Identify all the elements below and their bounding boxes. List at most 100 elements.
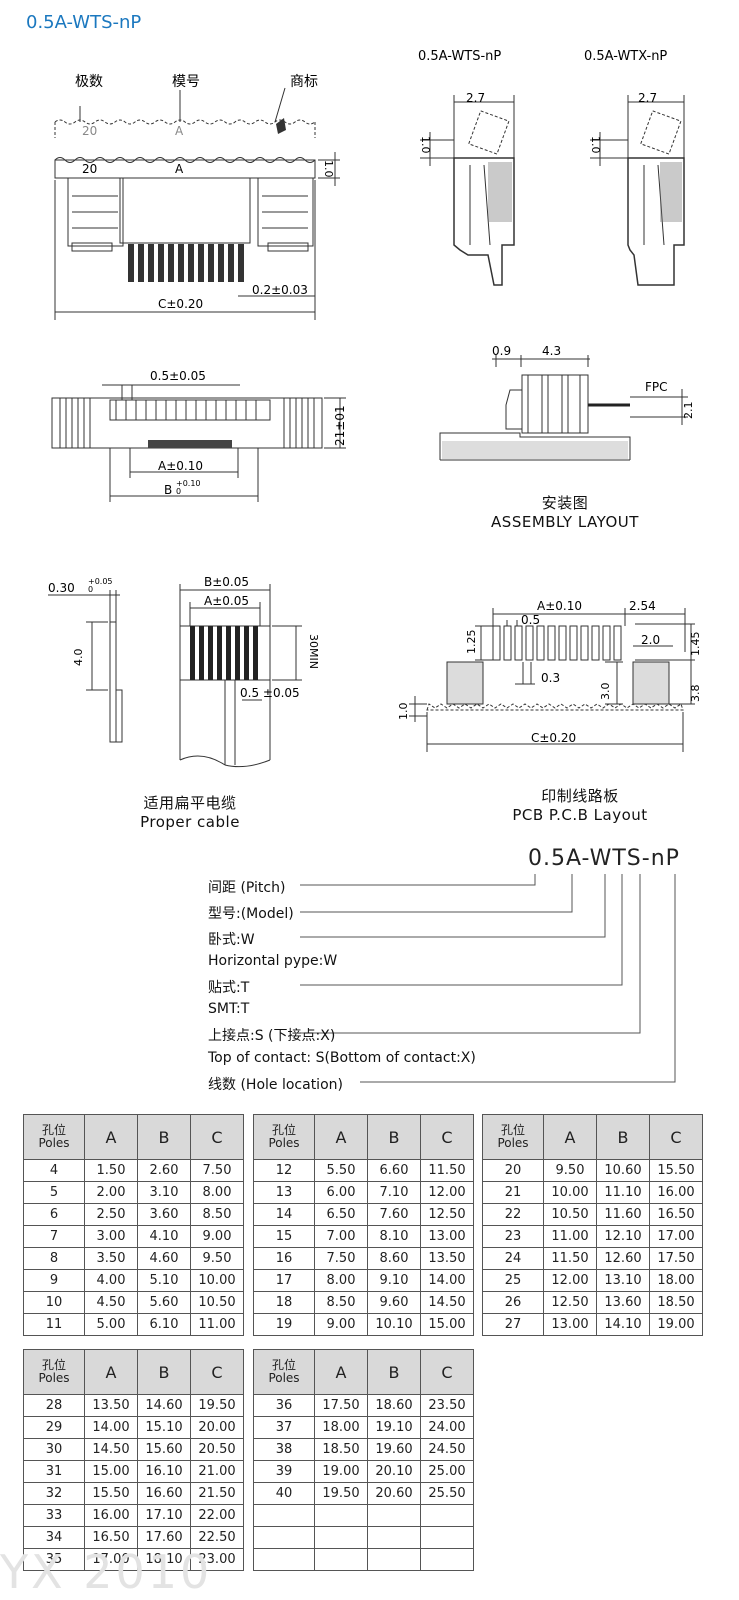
header-b: B [137,1349,191,1395]
header-c: C [420,1349,474,1395]
pcb-dim-2-54: 2.54 [629,599,656,613]
part-code: 0.5A-WTS-nP [528,846,680,871]
cable-dim-pitch: 0.5 ±0.05 [240,686,300,700]
cable-dim-a: A±0.05 [204,594,249,608]
side-view-wts: 0.5A-WTS-nP 2.7 1.0 [418,49,515,286]
pcb-caption: 印制线路板 PCB P.C.B Layout [480,785,680,824]
header-b: B [367,1114,421,1160]
pcb-dim-1-0: 1.0 [397,703,410,721]
part-code-leader-lines [300,874,676,1083]
legend-contact-en: Top of contact: S(Bottom of contact:X) [208,1050,476,1066]
pcb-dim-3-0: 3.0 [599,683,612,701]
watermark: YX 2010 [0,1545,213,1599]
front-view-drawing: 极数 模号 商标 20 A 20 A 1.0 C±0.20 0.2±0.03 [54,74,340,320]
pcb-dim-1-45: 1.45 [689,632,702,657]
assembly-caption: 安装图 ASSEMBLY LAYOUT [465,492,665,531]
legend-horizontal-en: Horizontal pype:W [208,953,338,969]
header-b: B [596,1114,650,1160]
dim-pitch: 0.5±0.05 [150,369,206,383]
cable-dim-030: 0.30 [48,581,75,595]
side-wtx-title: 0.5A-WTX-nP [584,49,667,64]
mark-20-ghost: 20 [82,124,97,138]
side-wts-dim-1-0: 1.0 [419,136,432,154]
table-row [253,1504,474,1527]
cable-dim-030-tol-bot: 0 [88,585,93,594]
mark-20: 20 [82,162,97,176]
cable-dim-b: B±0.05 [204,575,249,589]
table-row [253,1548,474,1571]
asm-dim-2-1: 2.1 [682,402,695,420]
pcb-caption-en: PCB P.C.B Layout [512,806,648,824]
cable-dim-030-tol-top: +0.05 [88,577,113,586]
pcb-dim-c: C±0.20 [531,731,576,745]
side-view-wtx: 0.5A-WTX-nP 2.7 1.0 [584,49,685,286]
mark-a: A [175,162,184,176]
header-c: C [420,1114,474,1160]
legend-smt-cn: 贴式:T [208,980,250,996]
mark-a-ghost: A [175,124,184,138]
pcb-dim-a: A±0.10 [537,599,582,613]
header-a: A [84,1114,138,1160]
dim-21: 21±01 [333,405,347,446]
header-a: A [314,1114,368,1160]
legend-model: 型号:(Model) [208,906,294,922]
dim-b-tol-top: +0.10 [176,479,201,488]
pcb-dim-0-5: 0.5 [521,613,540,627]
pcb-dim-1-25: 1.25 [465,630,478,655]
legend-smt-en: SMT:T [208,1001,250,1017]
dim-b-tol-bot: 0 [176,487,181,496]
header-a: A [314,1349,368,1395]
legend-pitch: 间距 (Pitch) [208,880,286,896]
header-c: C [190,1114,244,1160]
pcb-layout-drawing: A±0.10 2.54 0.5 1.25 2.0 1.45 0.3 3.0 3.… [397,599,702,752]
label-brand: 商标 [290,74,318,90]
legend-contact-cn: 上接点:S (下接点:X) [208,1028,336,1044]
label-model: 模号 [172,74,200,90]
dim-0-2: 0.2±0.03 [252,283,308,297]
dim-a: A±0.10 [158,459,203,473]
pcb-dim-2-0: 2.0 [641,633,660,647]
side-wtx-dim-1-0: 1.0 [589,136,602,154]
header-b: B [367,1349,421,1395]
cable-dim-4-0: 4.0 [72,649,85,667]
header-c: C [649,1114,703,1160]
cable-caption-en: Proper cable [140,813,240,831]
pcb-dim-0-3: 0.3 [541,671,560,685]
cable-drawing: 0.30 +0.05 0 4.0 B±0.05 A±0.05 30MIN 0.5… [48,575,320,768]
assembly-caption-cn: 安装图 [541,494,589,512]
